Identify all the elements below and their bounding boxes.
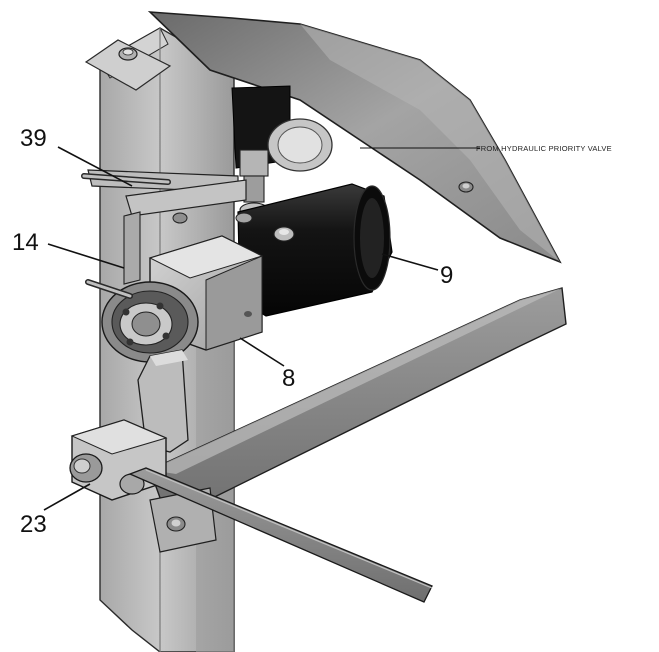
upper-rod: [81, 173, 171, 299]
callout-23: 23: [20, 483, 91, 538]
callout-9: 9: [381, 253, 453, 289]
callout-label-8: 8: [282, 365, 295, 392]
gear-housing: [148, 235, 264, 351]
callout-39: 39: [20, 125, 133, 187]
hydraulic-motor: [235, 183, 393, 317]
leader-line-14: [47, 243, 125, 269]
leader-line-8: [239, 337, 285, 367]
leader-line-39: [57, 146, 133, 187]
callout-label-9: 9: [440, 262, 453, 289]
hydraulic-note: FROM HYDRAULIC PRIORITY VALVE: [360, 144, 612, 153]
push-rod: [128, 467, 433, 603]
hydraulic-fitting: [231, 85, 333, 218]
callout-label-14: 14: [12, 229, 39, 256]
callout-8: 8: [239, 337, 295, 392]
lower-arm-link: [137, 349, 189, 453]
top-cap-bracket: [84, 39, 172, 91]
leader-line-9: [381, 253, 439, 271]
pulley-wheel: [101, 281, 199, 363]
hydraulic-note-text: FROM HYDRAULIC PRIORITY VALVE: [476, 144, 612, 153]
callout-label-23: 23: [20, 511, 47, 538]
callout-label-39: 39: [20, 125, 47, 152]
callout-14: 14: [12, 229, 125, 269]
leader-line-23: [43, 483, 91, 511]
